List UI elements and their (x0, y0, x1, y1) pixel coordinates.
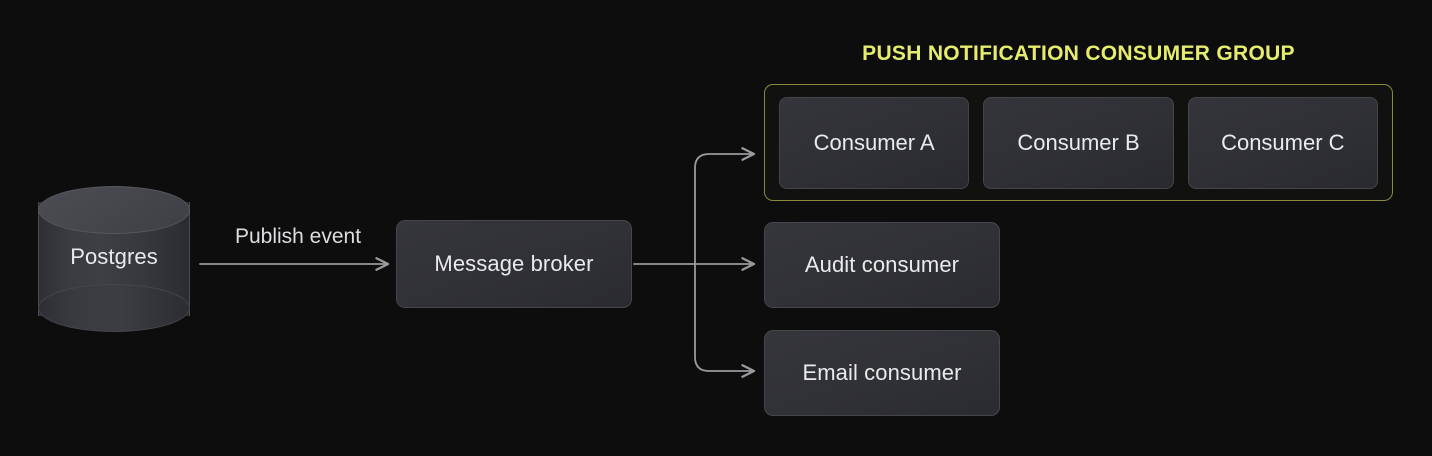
node-consumer-c-label: Consumer C (1221, 129, 1345, 155)
node-consumer-c[interactable]: Consumer C (1187, 96, 1378, 189)
node-postgres-database[interactable]: Postgres (38, 186, 190, 332)
edge-broker-to-consumer-group (694, 147, 756, 265)
cylinder-bottom-ellipse (38, 284, 190, 332)
node-message-broker[interactable]: Message broker (396, 220, 632, 308)
node-email-consumer-label: Email consumer (802, 360, 962, 385)
node-consumer-a[interactable]: Consumer A (779, 96, 970, 189)
node-audit-consumer-label: Audit consumer (804, 252, 960, 277)
node-consumer-b[interactable]: Consumer B (983, 96, 1174, 189)
node-email-consumer[interactable]: Email consumer (764, 330, 1000, 416)
consumer-group-title: PUSH NOTIFICATION CONSUMER GROUP (862, 42, 1295, 65)
node-postgres-label: Postgres (70, 244, 158, 269)
push-notification-consumer-group: Consumer A Consumer B Consumer C (764, 84, 1393, 201)
edge-label-publish-event: Publish event (234, 225, 362, 248)
node-audit-consumer[interactable]: Audit consumer (764, 222, 1000, 308)
edge-broker-to-email-consumer (694, 263, 756, 378)
node-consumer-a-label: Consumer A (813, 129, 935, 155)
node-consumer-b-label: Consumer B (1017, 129, 1140, 155)
node-message-broker-label: Message broker (434, 251, 594, 276)
cylinder-top-ellipse (38, 186, 190, 234)
